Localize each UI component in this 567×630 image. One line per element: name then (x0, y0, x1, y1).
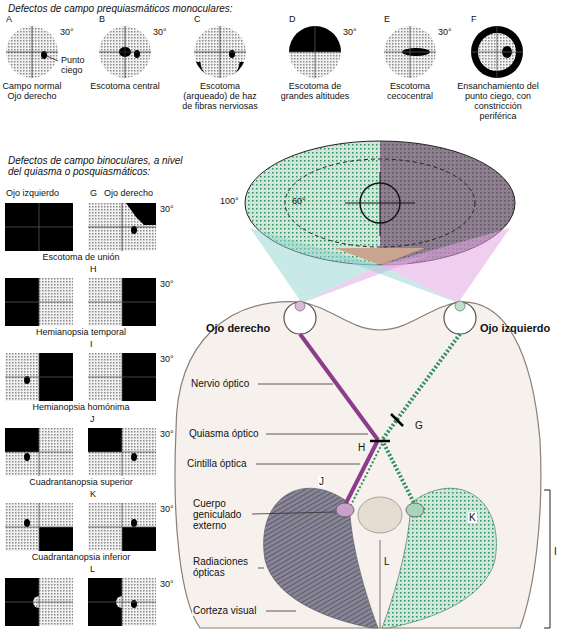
field-letter: J (90, 415, 95, 425)
field-letter: B (99, 15, 105, 25)
anatomy-label: Radiaciones ópticas (192, 556, 258, 578)
section-heading: Defectos de campo binoculares, a nivel d… (8, 155, 198, 177)
anatomy-label: Cintilla óptica (186, 458, 247, 469)
lesion-letter: I (554, 546, 557, 557)
degree-label: 30° (60, 28, 74, 38)
field-caption: Campo normal Ojo derecho (0, 82, 64, 102)
degree-label: 30° (160, 430, 174, 440)
degree-label: 30° (160, 205, 174, 215)
degree-label: 30° (160, 355, 174, 365)
brain-illustration (175, 141, 550, 628)
section-heading: Defectos de campo prequiasmáticos monocu… (8, 3, 233, 14)
lesion-letter: H (357, 442, 366, 453)
field-caption: Escotoma central (85, 82, 165, 92)
field-letter: I (90, 340, 93, 350)
anatomy-label: Nervio óptico (190, 378, 250, 389)
column-heading: Ojo derecho (104, 189, 153, 199)
field-letter: A (6, 15, 12, 25)
field-letter: G (90, 189, 97, 199)
field-caption: Escotoma (arqueado) de haz de fibras ner… (177, 82, 263, 112)
callout-label: Punto ciego (61, 56, 97, 76)
degree-label: 30° (153, 28, 167, 38)
eye-label: Ojo izquierdo (480, 322, 550, 334)
field-letter: K (90, 490, 96, 500)
field-letter: H (90, 265, 97, 275)
field-caption: Escotoma de grandes altitudes (273, 82, 357, 102)
anatomy-label: Cuerpo geniculado externo (192, 498, 252, 531)
degree-label: 30° (160, 505, 174, 515)
degree-label: 30° (160, 280, 174, 290)
field-caption: Hemianopsia temporal (5, 328, 157, 338)
degree-label: 30° (160, 580, 174, 590)
lesion-letter: G (414, 420, 424, 431)
field-letter: F (471, 15, 477, 25)
field-letter: D (289, 15, 296, 25)
degree-label: 30° (438, 28, 452, 38)
field-caption: Escotoma cecocentral (370, 82, 450, 102)
field-letter: E (384, 15, 390, 25)
lesion-letter: J (318, 476, 325, 487)
field-caption: Cuadrantanopsia inferior (5, 553, 157, 563)
degree-label: 60° (292, 197, 306, 207)
field-caption: Escotoma de unión (5, 253, 157, 263)
field-letter: L (90, 565, 95, 575)
anatomy-label: Quiasma óptico (188, 428, 259, 439)
lesion-letter: L (383, 556, 391, 567)
lesion-letter: K (468, 512, 477, 523)
field-caption: Cuadrantanopsia superior (5, 478, 157, 488)
column-heading: Ojo izquierdo (6, 189, 59, 199)
field-caption: Hemianopsia homónima (5, 403, 157, 413)
degree-label: 100° (220, 197, 239, 207)
degree-label: 30° (343, 28, 357, 38)
field-caption: Ensanchamiento del punto ciego, con cons… (455, 82, 541, 122)
eye-label: Ojo derecho (206, 322, 270, 334)
field-letter: C (194, 15, 201, 25)
anatomy-label: Corteza visual (192, 605, 257, 616)
